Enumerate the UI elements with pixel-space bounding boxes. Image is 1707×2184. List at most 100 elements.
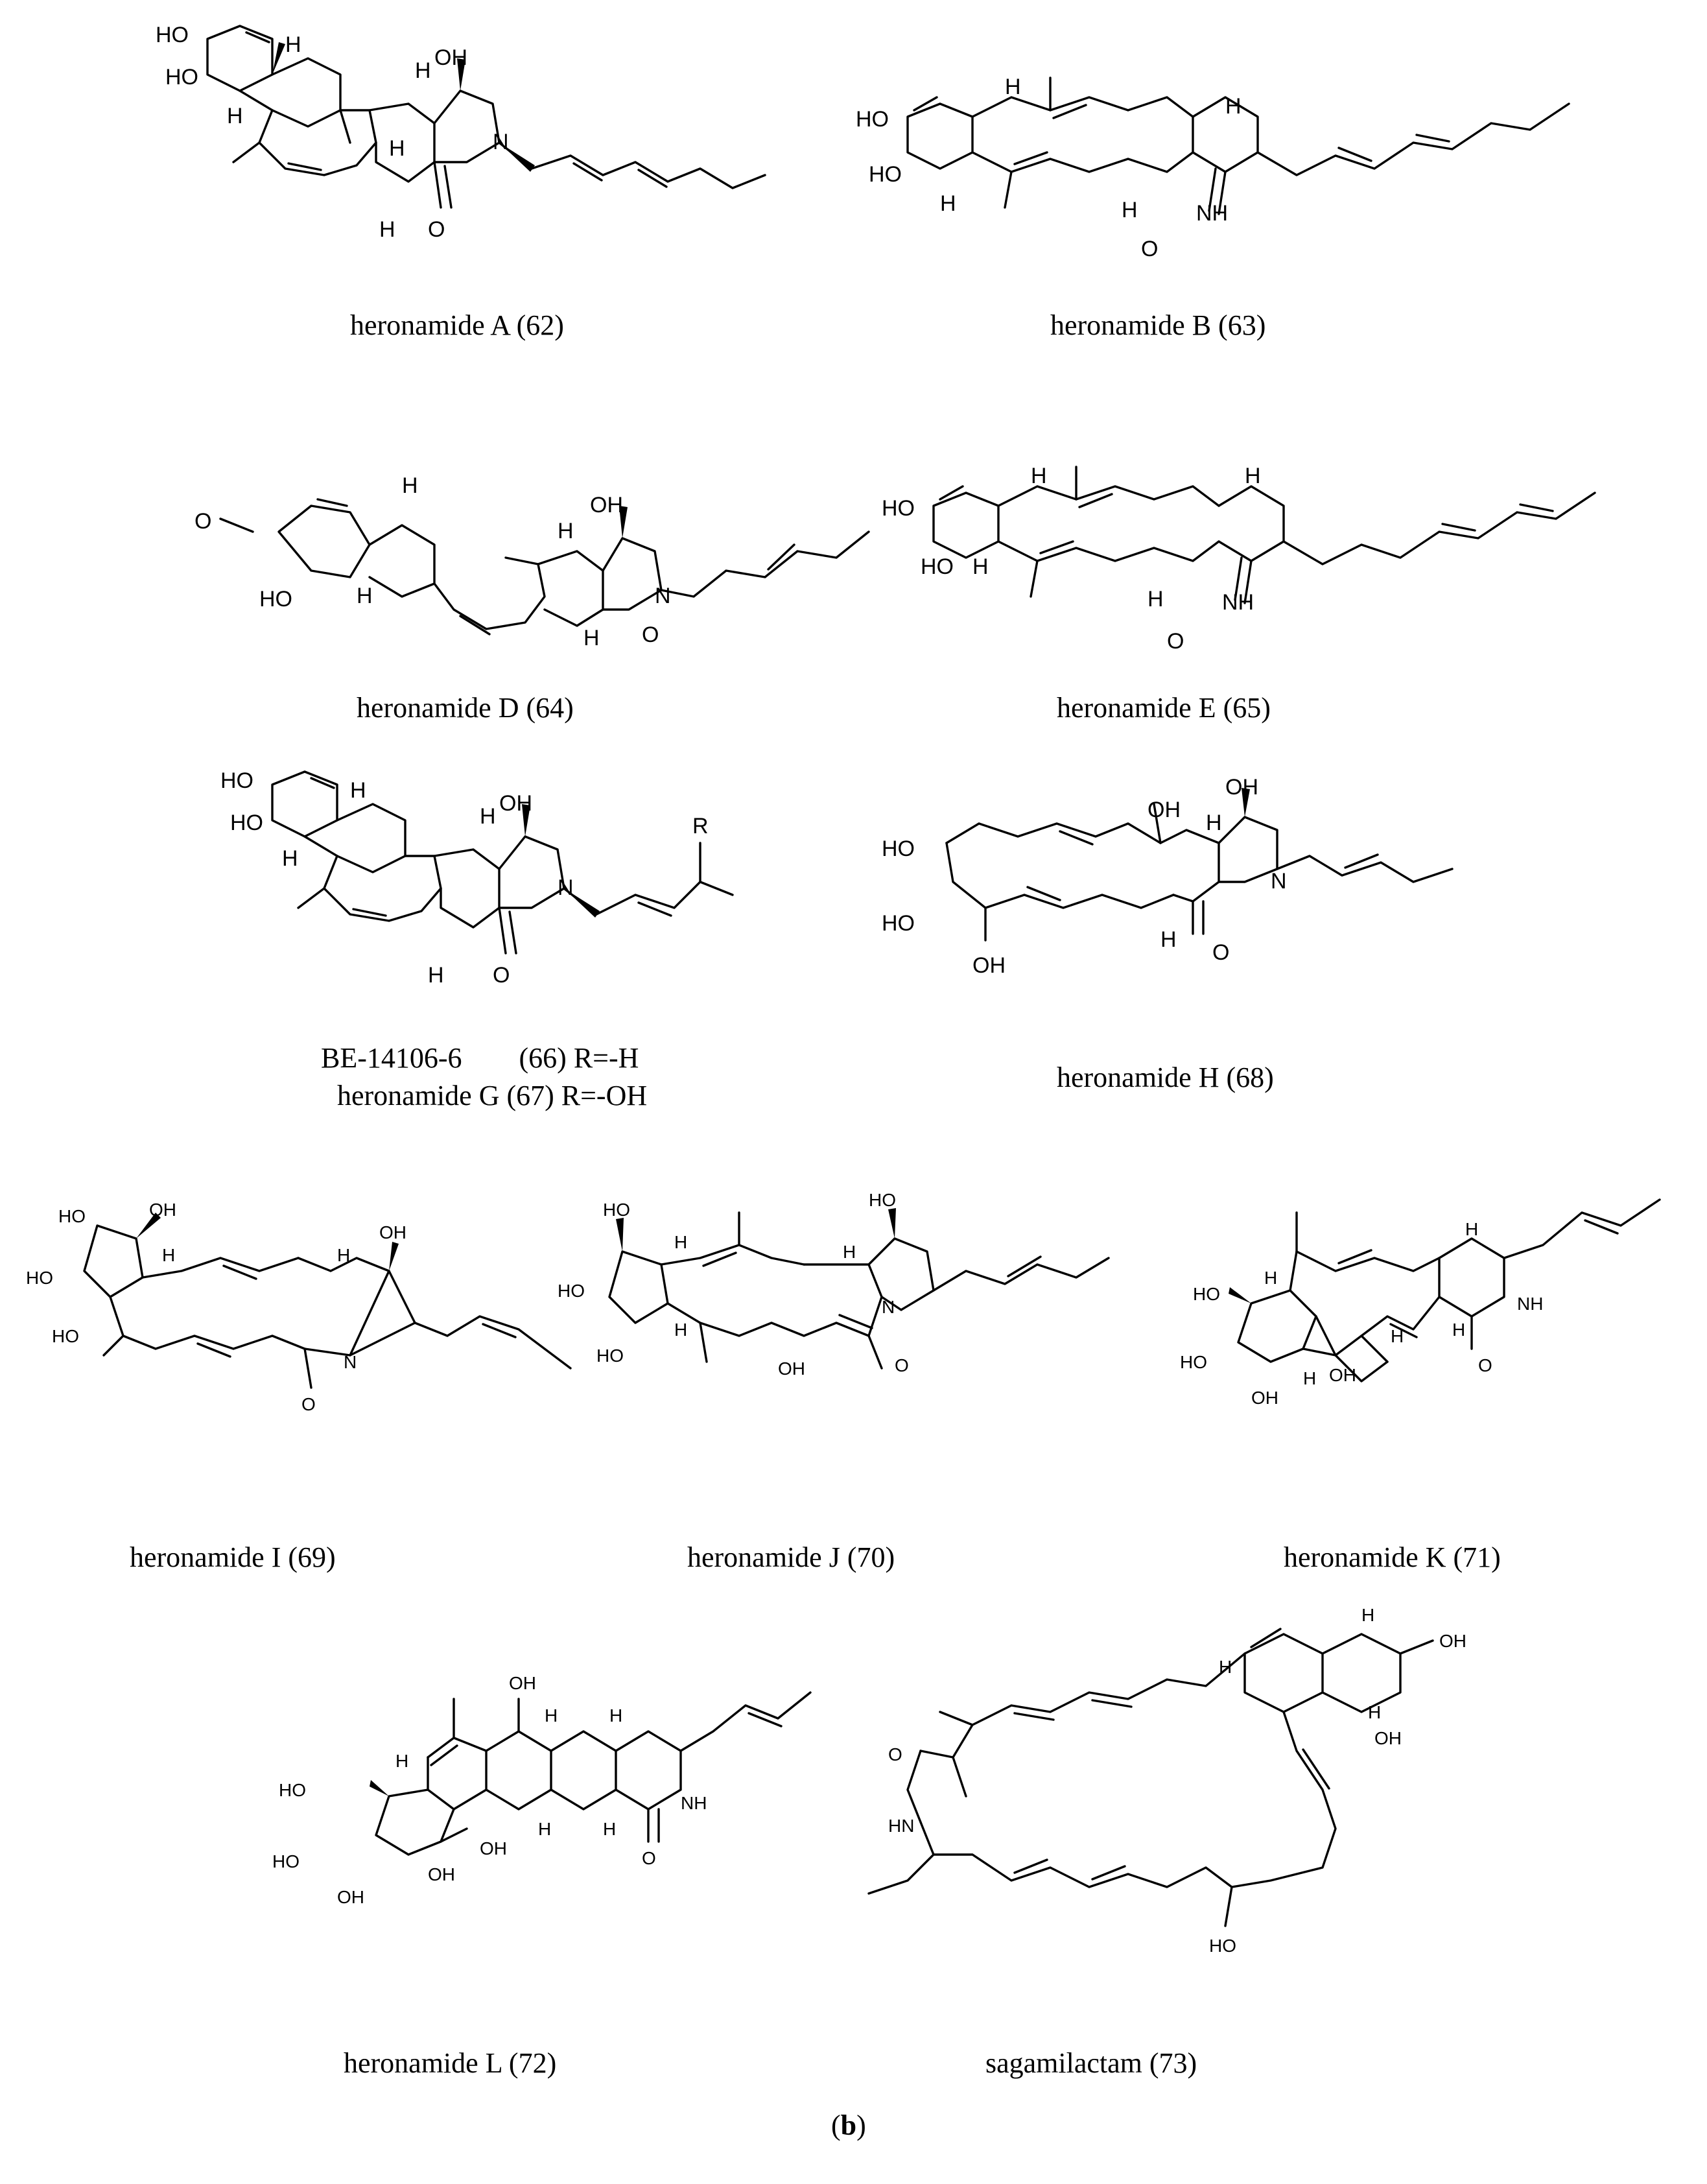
label-h: H xyxy=(350,778,366,803)
label-ho: HO xyxy=(1209,1936,1236,1956)
label-o: O xyxy=(428,217,445,242)
label-n: N xyxy=(1271,869,1287,894)
structure-70: HO HO HO HO H H H N OH O xyxy=(558,1190,1110,1379)
label-r: R xyxy=(692,814,709,838)
label-ho: HO xyxy=(1180,1352,1207,1372)
label-h: H xyxy=(1465,1219,1478,1239)
label-hn: HN xyxy=(888,1816,914,1836)
label-ho: HO xyxy=(869,162,902,187)
caption-66: BE-14106-6 (66) R=-H xyxy=(321,1042,639,1074)
label-h: H xyxy=(415,58,431,83)
caption-62: heronamide A (62) xyxy=(350,309,564,341)
label-nh: NH xyxy=(1196,201,1228,226)
caption-64: heronamide D (64) xyxy=(357,692,574,724)
label-h: H xyxy=(1122,198,1138,222)
label-oh: OH xyxy=(337,1887,364,1907)
label-h: H xyxy=(545,1705,558,1726)
label-h: H xyxy=(674,1320,687,1340)
label-oh: OH xyxy=(434,45,467,70)
caption-73: sagamilactam (73) xyxy=(985,2047,1197,2079)
label-ho: HO xyxy=(558,1281,585,1301)
caption-69: heronamide I (69) xyxy=(130,1541,336,1573)
structure-73: O HN OH OH H H H HO xyxy=(867,1605,1466,1956)
label-ho: HO xyxy=(156,23,189,47)
label-nh: NH xyxy=(1517,1294,1543,1314)
label-oh: OH xyxy=(1148,798,1181,822)
label-ho: HO xyxy=(882,911,915,936)
label-oh: OH xyxy=(972,953,1006,978)
label-oh: OH xyxy=(499,791,532,816)
label-h: H xyxy=(227,104,243,128)
label-h: H xyxy=(1368,1702,1381,1722)
structure-65: HO HO H H H H NH O xyxy=(882,464,1596,654)
caption-63: heronamide B (63) xyxy=(1050,309,1266,341)
structure-63: HO HO H H H H NH O xyxy=(856,75,1570,261)
structure-71: HO HO OH OH H H H H H NH O xyxy=(1180,1198,1661,1408)
label-oh: OH xyxy=(1374,1728,1402,1748)
label-ho: HO xyxy=(1193,1284,1220,1304)
label-h: H xyxy=(389,136,405,161)
label-ho: HO xyxy=(596,1346,624,1366)
label-h: H xyxy=(1206,811,1222,835)
label-oh: OH xyxy=(428,1864,455,1884)
structure-68: HO HO OH OH OH H N H O xyxy=(882,775,1454,978)
label-o: O xyxy=(1141,237,1158,261)
label-h: H xyxy=(357,584,373,608)
label-n: N xyxy=(655,584,671,608)
label-oh: OH xyxy=(379,1222,406,1242)
label-oh: OH xyxy=(1439,1631,1466,1651)
panel-label-close: ) xyxy=(856,2109,866,2141)
label-oh: OH xyxy=(480,1838,507,1858)
panel-label: (b) xyxy=(831,2111,866,2140)
label-o: O xyxy=(642,1848,656,1868)
label-o: O xyxy=(301,1394,316,1414)
label-o: O xyxy=(1212,940,1229,965)
label-ho: HO xyxy=(272,1851,300,1871)
label-ho: HO xyxy=(26,1268,53,1288)
label-h: H xyxy=(972,554,989,579)
caption-72: heronamide L (72) xyxy=(344,2047,557,2079)
label-ho: HO xyxy=(230,811,263,835)
structure-64: O HO H H H OH N H O xyxy=(194,473,870,650)
label-h: H xyxy=(162,1245,175,1265)
panel-label-open: ( xyxy=(831,2109,841,2141)
caption-71: heronamide K (71) xyxy=(1284,1541,1501,1573)
caption-65: heronamide E (65) xyxy=(1057,692,1271,724)
structure-69: HO OH HO HO H H OH N O xyxy=(26,1200,572,1414)
label-ho: HO xyxy=(259,587,292,611)
label-n: N xyxy=(493,130,509,154)
label-oh: OH xyxy=(1251,1388,1278,1408)
label-o: O xyxy=(493,963,510,988)
label-oh: OH xyxy=(590,493,623,517)
label-h: H xyxy=(1160,927,1177,952)
label-o: O xyxy=(1478,1355,1492,1375)
label-oh: OH xyxy=(1225,775,1258,800)
label-nh: NH xyxy=(1222,590,1254,615)
caption-67: heronamide G (67) R=-OH xyxy=(337,1080,648,1111)
label-h: H xyxy=(1245,464,1261,488)
panel-label-letter: b xyxy=(840,2109,857,2141)
label-o: O xyxy=(895,1355,909,1375)
label-ho: HO xyxy=(52,1326,79,1346)
label-h: H xyxy=(538,1819,551,1839)
label-o: O xyxy=(642,623,659,647)
label-h: H xyxy=(1303,1368,1316,1388)
label-ho: HO xyxy=(882,496,915,521)
label-ho: HO xyxy=(882,837,915,861)
label-h: H xyxy=(583,626,600,650)
label-h: H xyxy=(1452,1320,1465,1340)
label-o: O xyxy=(1167,629,1184,654)
structure-66-67: HO HO H H H OH N H O R xyxy=(220,768,734,988)
label-ho: HO xyxy=(921,554,954,579)
label-oh: OH xyxy=(778,1359,805,1379)
label-ho: HO xyxy=(869,1190,896,1210)
label-h: H xyxy=(282,846,298,871)
label-h: H xyxy=(1031,464,1047,488)
label-h: H xyxy=(1219,1657,1232,1677)
label-o: O xyxy=(194,509,211,534)
label-h: H xyxy=(843,1242,856,1262)
label-ho: HO xyxy=(165,65,198,89)
label-ho: HO xyxy=(220,768,253,793)
